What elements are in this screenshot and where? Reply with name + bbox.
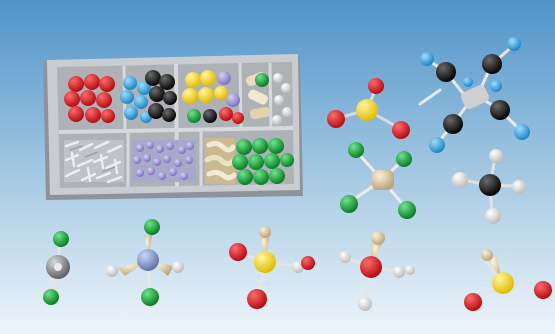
- purple-atoms: [217, 71, 240, 107]
- purple-bonds: [132, 140, 196, 182]
- molecule-sulfur-trioxide: [327, 78, 410, 139]
- tan-connectors: [246, 72, 271, 120]
- molecule-water-like: [339, 231, 415, 311]
- gray-bonds: [64, 140, 124, 184]
- yellow-atoms: [182, 70, 228, 104]
- white-atoms: [272, 73, 292, 125]
- molecule-tetrachloromethane: [340, 142, 416, 219]
- green-atoms: [232, 138, 294, 185]
- parts-tray: [43, 54, 303, 200]
- molecule-methane: [452, 149, 526, 224]
- molecule-boron-trichloride: [106, 219, 184, 306]
- molecule-thionyl: [229, 226, 315, 309]
- molecule-tetrafluoroethylene: [418, 37, 530, 153]
- molecule-sulfur-dioxide: [464, 249, 552, 311]
- red-atoms: [64, 74, 115, 123]
- black-atoms: [145, 70, 177, 122]
- tan-linkers: [204, 138, 237, 184]
- molecule-chlorine-gray: [43, 231, 70, 305]
